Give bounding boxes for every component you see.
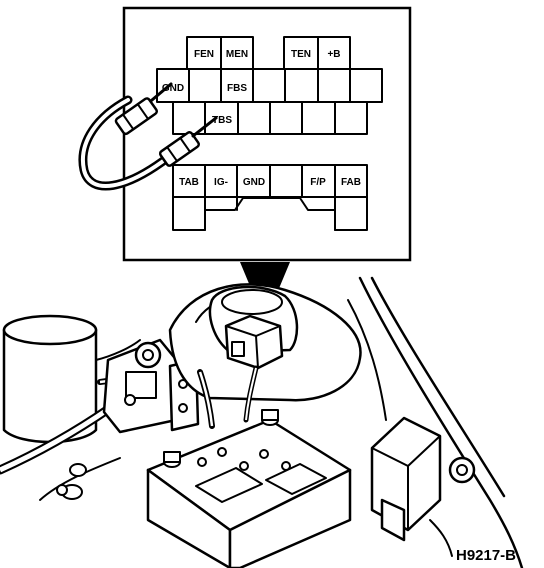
terminal-label-tbs: TBS [212, 115, 232, 126]
terminal-label-men: MEN [226, 49, 248, 60]
figure-code: H9217-B [456, 547, 516, 564]
upper-connector-block [156, 36, 383, 135]
valve-body [102, 338, 200, 434]
terminal-label-fen: FEN [194, 49, 214, 60]
lower-connector-block [172, 164, 368, 231]
terminal-label-ig-minus: IG- [214, 177, 228, 188]
terminal-label-gnd-upper: GND [162, 83, 184, 94]
terminal-label-plus-b: +B [327, 49, 340, 60]
terminal-label-ten: TEN [291, 49, 311, 60]
fluid-reservoir [2, 314, 153, 444]
terminal-label-fab: FAB [341, 177, 361, 188]
diagnostic-connector [224, 314, 284, 423]
jumper-wire [78, 82, 218, 191]
relay-box [370, 416, 476, 557]
connector-inset: FEN MEN TEN +B GND FBS TBS TAB IG- GND F… [78, 6, 412, 262]
terminal-label-fp: F/P [310, 177, 326, 188]
battery [146, 409, 352, 568]
terminal-label-tab: TAB [179, 177, 199, 188]
terminal-label-gnd-lower: GND [243, 177, 265, 188]
terminal-label-fbs: FBS [227, 83, 247, 94]
engine-bay-scene [0, 276, 524, 568]
